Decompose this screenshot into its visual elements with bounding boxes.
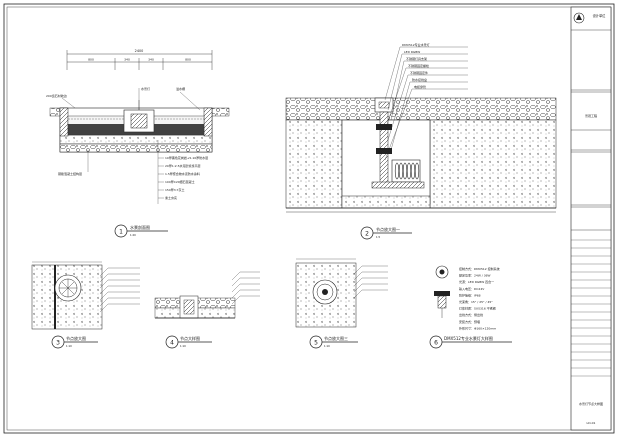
sec2-label: LED RGBW [404, 50, 420, 54]
cable-coil [398, 162, 404, 180]
sec1-note: 素土夯实 [165, 195, 177, 200]
cable-coil [402, 162, 408, 180]
detail-title-4: 节点大样图 [180, 335, 200, 341]
sheet-title: 水景灯节点大样图 [579, 401, 603, 406]
dimension-top: 2400 800 340 340 800 [66, 49, 213, 70]
detail-scale-1: 1:20 [130, 233, 136, 237]
sheet-number: LD-01 [587, 421, 596, 425]
dim-part-2: 340 [124, 58, 130, 62]
detail-title-2: 节点放大图一 [376, 226, 400, 232]
detail-scale-2: 1:5 [376, 235, 381, 239]
spec-line: 光束角：15° / 25° / 45° [459, 299, 493, 304]
section-2: DMX512专业水景灯 LED RGBW 不锈钢灯具支架不锈钢固定螺栓不锈钢固定件防… [285, 42, 557, 240]
cable-coil [410, 162, 416, 180]
fixture-top-icon [435, 265, 449, 279]
spec-line: 出线方式：侧出线 [459, 312, 483, 317]
detail-scale-4: 1:10 [180, 344, 186, 348]
sec2-label: 不锈钢固定螺栓 [408, 63, 429, 68]
detail-title-1: 水景剖面图 [130, 224, 150, 230]
spec-line: 安装方式：预埋 [459, 319, 480, 324]
company-logo [573, 12, 585, 24]
project-name: 景观工程 [585, 113, 597, 118]
fixture-side-icon [434, 291, 450, 296]
detail-scale-3: 1:10 [66, 344, 72, 348]
sec2-label: 不锈钢固定件 [410, 70, 428, 75]
sec1-note: 100厚C20细石混凝土 [165, 179, 195, 184]
dim-part-1: 800 [88, 58, 94, 62]
detail-title-6: DMX512专业水景灯大样图 [444, 335, 493, 341]
sec1-labels: 水景灯 200宽石材收边 溢水槽 钢筋混凝土结构层 [46, 86, 201, 176]
sheet-frame [3, 3, 615, 434]
spec-line: 输入电压：DC24V [459, 286, 485, 291]
sec1-note: 10厚黑色花岗岩+5-10厚防水层 [165, 155, 208, 160]
sec2-label: 防水接线盒 [412, 77, 427, 82]
dim-part-4: 800 [185, 58, 191, 62]
detail-number-4: 4 [170, 340, 174, 347]
sec1-note: 20厚1:2.5水泥砂浆找平层 [165, 163, 201, 168]
cable-coil [406, 162, 412, 180]
label-light: 水景灯 [141, 86, 150, 91]
detail-scale-5: 1:10 [324, 344, 330, 348]
spec-line: 光源：LED RGBW 四合一 [459, 279, 494, 284]
sec2-label: 不锈钢灯具支架 [406, 56, 427, 61]
cable-coil [394, 162, 400, 180]
label-structure: 钢筋混凝土结构层 [58, 171, 82, 176]
section-5: 5 节点放大图三 1:10 [295, 258, 388, 349]
label-overflow: 溢水槽 [176, 86, 185, 91]
spec-line: 控制方式：DMX512 控制系统 [459, 266, 500, 271]
sec2-label: 电缆穿管 [414, 84, 426, 89]
section-3: 3 节点放大图 1:10 [31, 261, 140, 349]
spec-line: 额定功率：24W / 36W [459, 273, 491, 278]
spec-line: 灯体材质：SUS316 不锈钢 [459, 306, 496, 311]
sec2-label: DMX512专业水景灯 [402, 42, 430, 47]
cable-coil [414, 162, 420, 180]
detail-number-1: 1 [119, 229, 123, 236]
section-1: 2400 800 340 340 800 水景灯 200宽石材收边 [46, 49, 230, 238]
detail-number-5: 5 [314, 340, 318, 347]
company-name: 设计单位 [593, 13, 607, 18]
detail-number-3: 3 [56, 340, 60, 347]
dim-part-3: 340 [148, 58, 154, 62]
detail-number-2: 2 [365, 231, 369, 238]
spec-line: 外形尺寸：Φ160×120mm [459, 325, 496, 330]
label-edge: 200宽石材收边 [46, 93, 67, 98]
section-4: 4 节点大样图 1:10 [154, 271, 260, 349]
sec1-note: 150厚3:7灰土 [165, 187, 185, 192]
dim-total: 2400 [135, 49, 144, 53]
detail-title-5: 节点放大图三 [324, 335, 348, 341]
detail-number-6: 6 [434, 340, 438, 347]
detail-title-3: 节点放大图 [66, 335, 86, 341]
spec-line: 防护等级：IP68 [459, 292, 481, 297]
sec1-note: 1.5厚聚合物水泥防水涂料 [165, 171, 200, 176]
title-block: 设计单位 景观工程 水景灯节点大样图 LD-01 [570, 6, 612, 431]
